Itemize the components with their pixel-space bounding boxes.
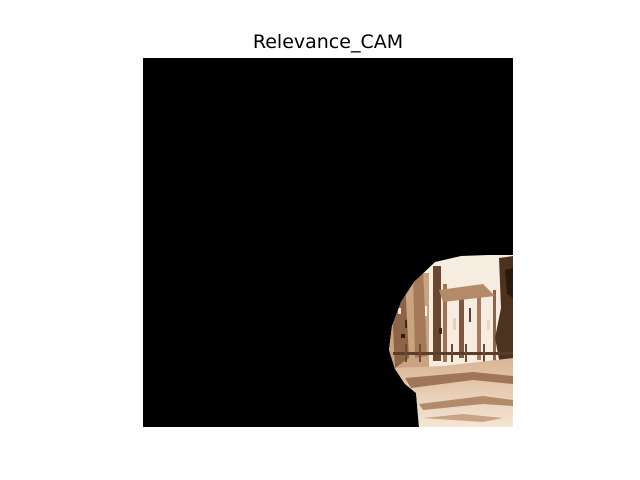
- cam-overlay-image: [143, 58, 513, 427]
- image-axes: [143, 58, 513, 427]
- plot-title: Relevance_CAM: [252, 31, 404, 53]
- highlight-region: [389, 255, 513, 427]
